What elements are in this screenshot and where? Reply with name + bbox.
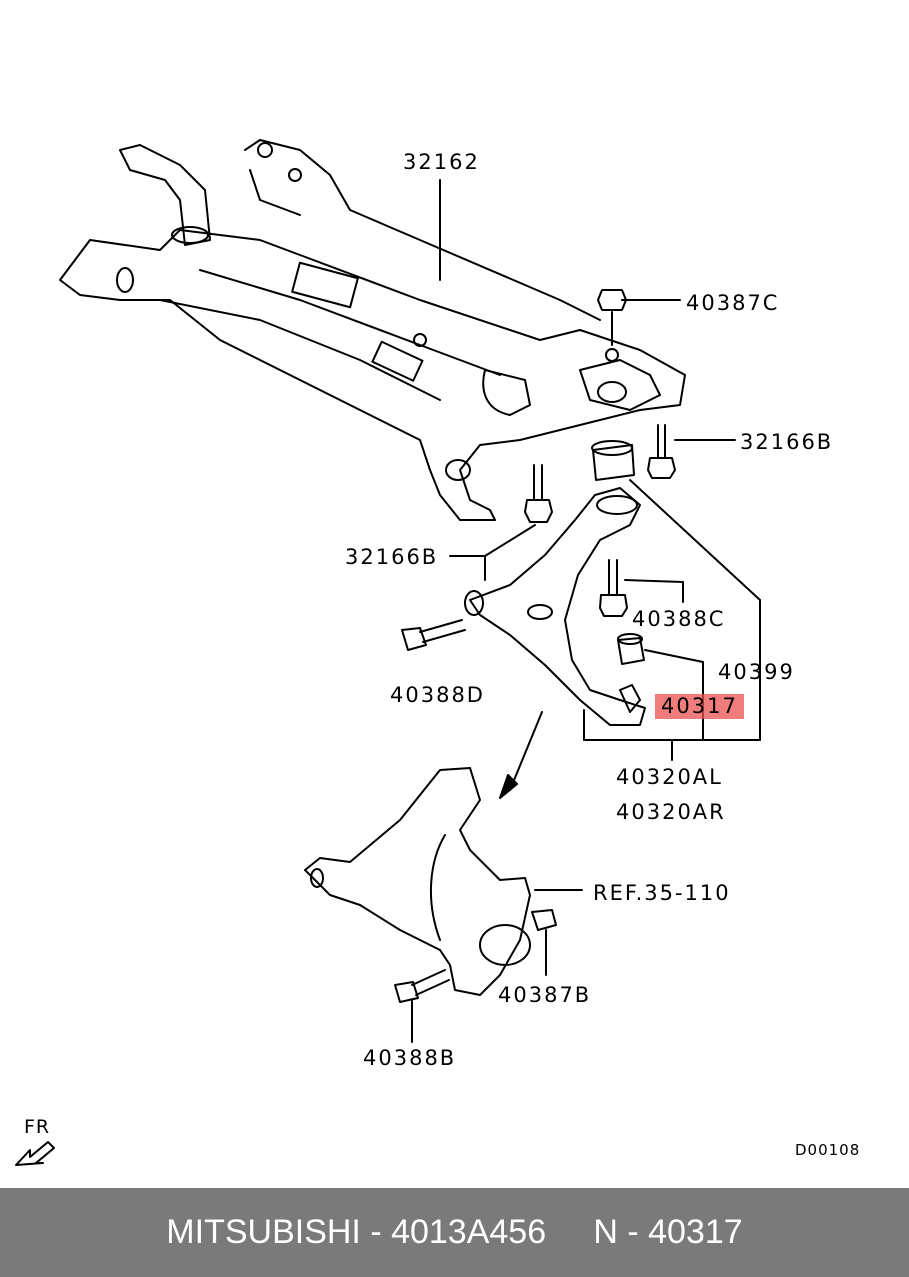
label-32162: 32162: [403, 150, 480, 174]
label-40399: 40399: [718, 660, 795, 684]
fr-arrow-icon: [15, 1141, 55, 1166]
footer-ref-number: N - 40317: [593, 1213, 743, 1251]
label-40388d: 40388D: [390, 683, 485, 707]
label-32166b-right: 32166B: [740, 430, 834, 454]
label-40320al: 40320AL: [616, 765, 723, 789]
drawing-code: D00108: [795, 1141, 861, 1159]
label-40317-highlighted: 40317: [655, 694, 744, 719]
knuckle-drawing: [304, 767, 531, 996]
label-40320ar: 40320AR: [616, 800, 726, 824]
leader-lines: [411, 179, 761, 1043]
label-40388b: 40388B: [363, 1046, 457, 1070]
parts-diagram: [15, 139, 761, 1166]
footer-bar: MITSUBISHI - 4013A456 N - 40317: [0, 1188, 909, 1277]
fasteners-drawing: [394, 289, 676, 1003]
label-ref-35-110: REF.35-110: [593, 881, 731, 905]
control-arm-drawing: [464, 487, 646, 726]
footer-brand-part: MITSUBISHI - 4013A456: [166, 1213, 547, 1251]
orientation-label: FR: [24, 1116, 51, 1138]
subframe-drawing: [59, 139, 686, 521]
label-40388c: 40388C: [632, 607, 726, 631]
label-40387b: 40387B: [498, 983, 592, 1007]
label-32166b-left: 32166B: [345, 545, 439, 569]
label-40387c: 40387C: [686, 291, 780, 315]
